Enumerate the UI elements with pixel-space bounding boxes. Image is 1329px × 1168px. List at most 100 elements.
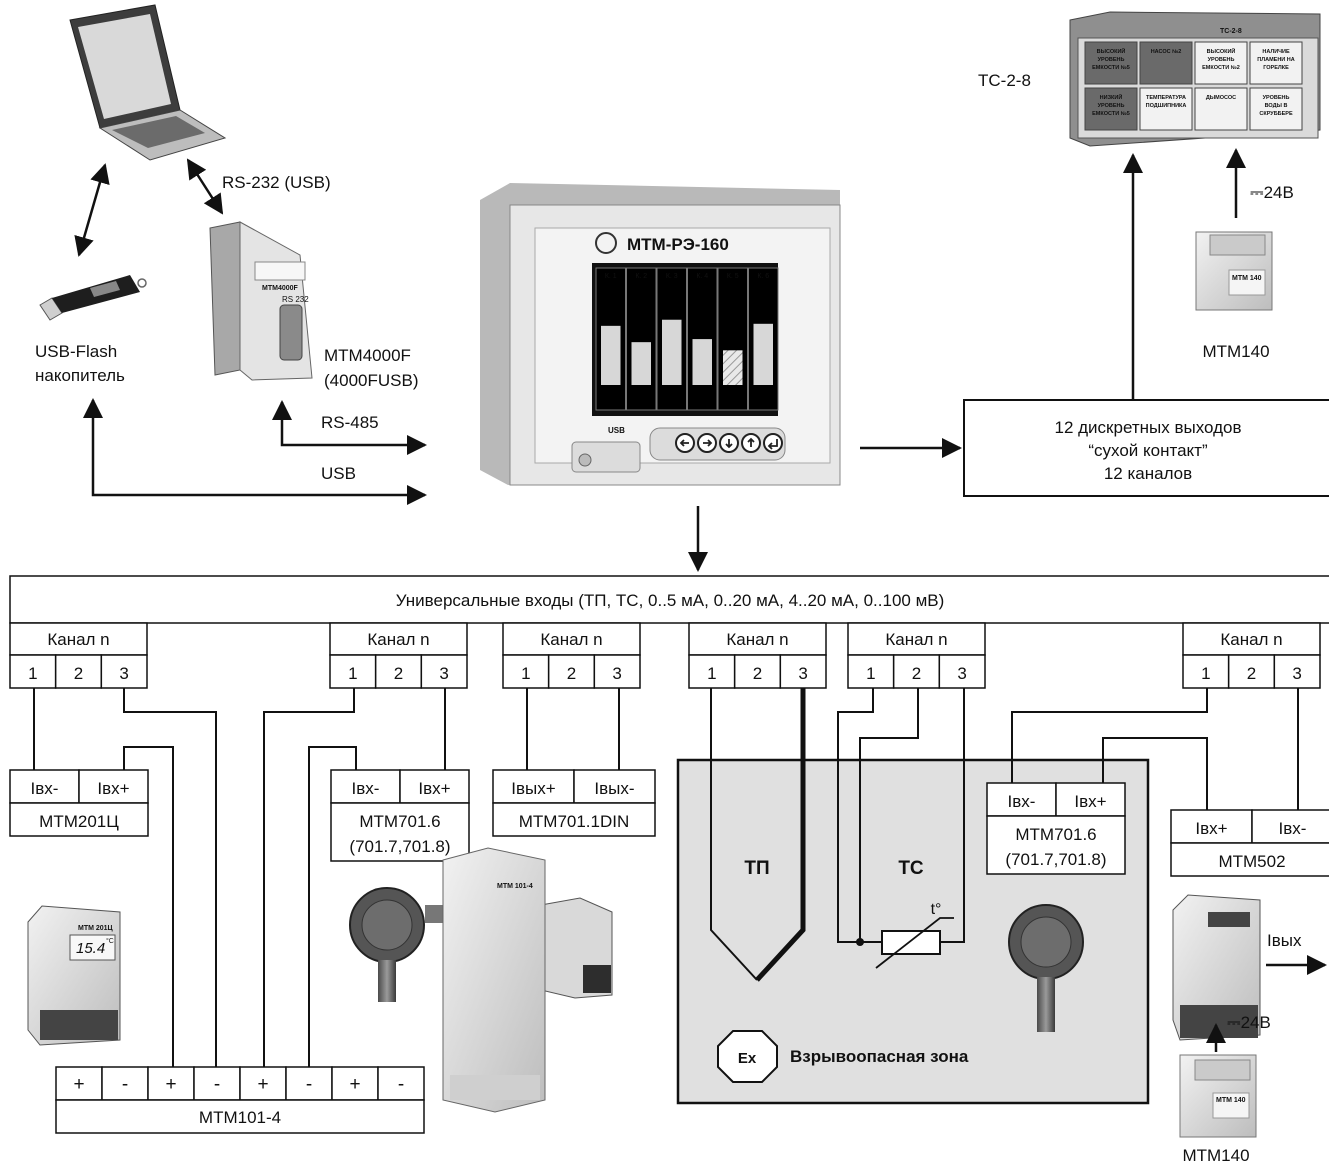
signal-panel-cell [1139, 41, 1193, 85]
signal-panel-cell-text: СКРУББЕРЕ [1259, 111, 1293, 117]
mtm701-1din-box-name: МТМ701.1DIN [519, 812, 630, 831]
signal-panel-cell-text: ЕМКОСТИ №5 [1092, 65, 1130, 71]
channel-pin: 2 [394, 664, 403, 683]
usb-flash-label-2: накопитель [35, 366, 125, 385]
mtm701-right-box-name: МТМ701.6 [1015, 825, 1096, 844]
mtm701-1din-illustration [540, 897, 613, 999]
laptop-illustration [69, 4, 227, 161]
usb-arrow [83, 398, 427, 505]
mtm502-illustration [1172, 894, 1261, 1041]
channel-pin: 1 [521, 664, 530, 683]
signal-panel-cell-text: ДЫМОСОС [1206, 95, 1236, 101]
signal-panel-cell-text: УРОВЕНЬ [1098, 57, 1125, 63]
signal-panel-cell-text: ЕМКОСТИ №2 [1202, 65, 1240, 71]
channel-pin: 2 [1247, 664, 1256, 683]
signal-panel-label: ТС-2-8 [978, 71, 1031, 90]
power-top-label: МТМ140 [1202, 342, 1269, 361]
power-supply-top-illustration [1195, 231, 1273, 311]
mtm201-unit: °C [106, 937, 114, 945]
signal-panel-cell [1084, 41, 1138, 85]
signal-panel-cell-text: ВОДЫ В [1265, 103, 1288, 109]
ex-label: Ex [738, 1050, 757, 1067]
channel-pin: 2 [912, 664, 921, 683]
mtm701-1din-box: Iвых+Iвых-МТМ701.1DIN [492, 769, 656, 837]
universal-inputs-bar [9, 575, 1329, 624]
signal-panel-cell-text: ТЕМПЕРАТУРА [1146, 95, 1186, 101]
signal-panel-cell-text: ПОДШИПНИКА [1146, 103, 1187, 109]
mtm101-terminal: - [306, 1074, 312, 1095]
mtm101-terminal: - [214, 1074, 220, 1095]
mtm201-box-right-terminal: Iвх+ [97, 779, 129, 798]
mtm201-box-name: МТМ201Ц [39, 812, 119, 831]
signal-panel-cell-text: УРОВЕНЬ [1098, 103, 1125, 109]
converter-illustration [209, 221, 313, 381]
screen-level-bar [723, 350, 743, 385]
channel-pin: 2 [567, 664, 576, 683]
mtm701-right-box: Iвх-Iвх+МТМ701.6(701.7,701.8) [986, 782, 1126, 875]
rs232-label: RS-232 (USB) [222, 173, 331, 192]
signal-panel-cell-text: ЕМКОСТИ №5 [1092, 111, 1130, 117]
channel-pin: 1 [28, 664, 37, 683]
power-top-voltage: ⎓24В [1250, 183, 1294, 202]
converter-label-2: (4000FUSB) [324, 371, 418, 390]
rs485-label: RS-485 [321, 413, 379, 432]
signal-panel-cell [1139, 87, 1193, 131]
channel-pin: 3 [119, 664, 128, 683]
signal-panel-cell-text: ВЫСОКИЙ [1097, 47, 1126, 55]
wiring [33, 688, 1299, 1067]
mtm101-terminal: + [73, 1074, 84, 1095]
mtm201-marking: МТМ 201Ц [78, 925, 114, 932]
mtm201-illustration [27, 905, 121, 1046]
screen-channel-tab: К. 4 [696, 273, 708, 280]
screen-level-bar [692, 339, 712, 385]
mtm101-terminal: - [122, 1074, 128, 1095]
mtm502-box-right-terminal: Iвх- [1279, 819, 1307, 838]
enter-key-icon [763, 433, 783, 453]
pressure-transmitter-left-illustration [349, 887, 445, 1002]
thermocouple-label: ТП [744, 858, 769, 879]
mtm201-box-left-terminal: Iвх- [31, 779, 59, 798]
usb-label: USB [321, 464, 356, 483]
usb-flash-drive-illustration [39, 275, 147, 321]
mtm101-marking: МТМ 101-4 [497, 883, 533, 890]
thermocouple-symbol [710, 688, 806, 982]
screen-level-bar [662, 319, 682, 385]
mtm701-left-box-name: МТМ701.6 [359, 812, 440, 831]
signal-panel-cell-text: ВЫСОКИЙ [1207, 47, 1236, 55]
temperature-symbol: t° [931, 901, 942, 918]
converter-port-label: RS 232 [282, 295, 309, 304]
mtm201-box: Iвх- Iвх+ МТМ201Ц [9, 769, 149, 837]
screen-channel-tab: К. 2 [635, 273, 647, 280]
power-top-marking: МТМ 140 [1232, 275, 1262, 282]
screen-channel-tab: К. 3 [666, 273, 678, 280]
signal-panel-cell [1194, 87, 1248, 131]
controller-logo-icon [595, 232, 617, 254]
channel-label: Канал n [726, 630, 788, 649]
mtm502-box: Iвх+Iвх-МТМ502 [1170, 809, 1329, 877]
channel-pin: 1 [866, 664, 875, 683]
mtm701-right-box-right-terminal: Iвх+ [1074, 792, 1106, 811]
discrete-outputs-line2: “сухой контакт” [1088, 441, 1208, 460]
power-bottom-marking: МТМ 140 [1216, 1097, 1246, 1104]
mtm701-1din-box-right-terminal: Iвых- [594, 779, 634, 798]
signal-panel-mini-label: ТС-2-8 [1220, 28, 1242, 35]
mtm201-display: 15.4 [76, 940, 105, 957]
mtm701-left-box-sub: (701.7,701.8) [349, 837, 450, 856]
channel-pin: 1 [707, 664, 716, 683]
screen-channel [626, 267, 657, 411]
signal-panel-cell [1194, 41, 1248, 85]
mtm101-box: +-+-+-+-МТМ101-4 [55, 1066, 425, 1134]
hazard-zone-label: Взрывоопасная зона [790, 1047, 969, 1066]
signal-panel-cell [1249, 87, 1303, 131]
converter-label-1: МТМ4000F [324, 346, 411, 365]
signal-panel-cell [1249, 41, 1303, 85]
screen-level-bar [753, 323, 773, 385]
converter-marking: МТМ4000F [262, 285, 299, 292]
mtm701-left-box-left-terminal: Iвх- [352, 779, 380, 798]
mtm701-right-box-sub: (701.7,701.8) [1005, 850, 1106, 869]
mtm502-box-name: МТМ502 [1218, 852, 1285, 871]
